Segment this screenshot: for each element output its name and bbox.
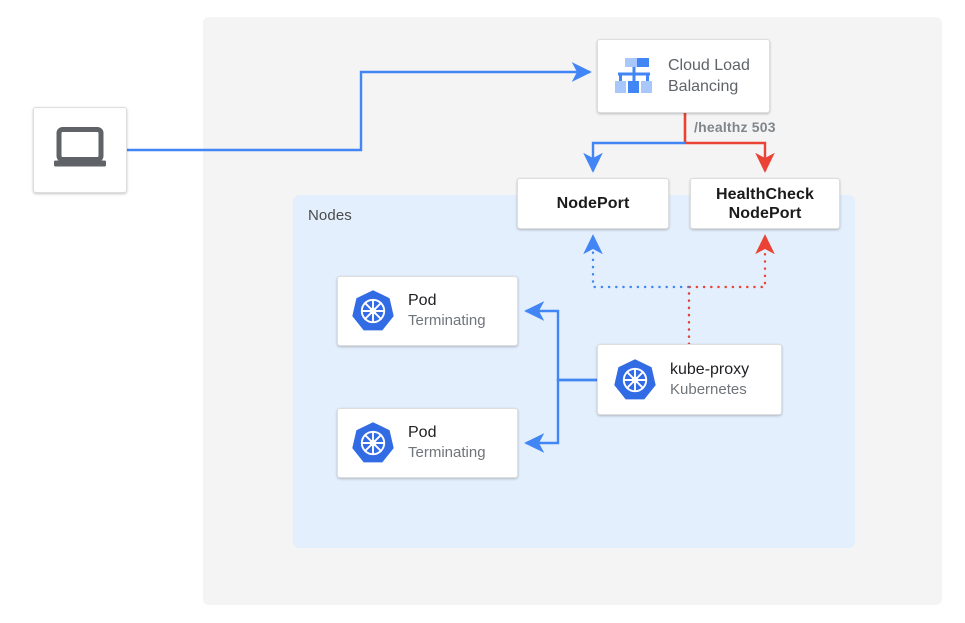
edge-kubeproxy-to-nodeport [583, 234, 691, 346]
pod-1-text: Pod Terminating [408, 291, 486, 331]
kubernetes-icon [612, 357, 658, 403]
pod-2-title: Pod [408, 424, 437, 441]
cloud-load-balancing-icon [612, 56, 656, 96]
pod-node-2[interactable]: Pod Terminating [337, 408, 518, 478]
healthz-status-label: /healthz 503 [694, 119, 776, 135]
laptop-icon [52, 126, 108, 175]
nodes-group-label: Nodes [308, 207, 352, 224]
clb-label-line2: Balancing [668, 78, 739, 95]
edge-client-to-loadbalancer [127, 62, 592, 152]
hc-label-line1: HealthCheck [715, 185, 815, 203]
pod-1-subtitle: Terminating [408, 312, 486, 329]
kubernetes-icon [350, 288, 396, 334]
nodeport-node[interactable]: NodePort [517, 178, 669, 229]
nodeport-label: NodePort [556, 195, 630, 212]
pod-1-title: Pod [408, 292, 437, 309]
healthcheck-nodeport-node[interactable]: HealthCheck NodePort [690, 178, 840, 229]
clb-label-line1: Cloud Load [668, 57, 750, 74]
pod-node-1[interactable]: Pod Terminating [337, 276, 518, 346]
healthcheck-nodeport-label: HealthCheck NodePort [716, 185, 814, 223]
kubernetes-icon [350, 420, 396, 466]
pod-2-subtitle: Terminating [408, 444, 486, 461]
hc-label-line2: NodePort [728, 204, 802, 222]
kube-proxy-subtitle: Kubernetes [670, 380, 747, 398]
edge-kubeproxy-to-pod-2 [524, 378, 597, 453]
edge-kubeproxy-to-healthcheck-nodeport [687, 234, 775, 346]
edge-loadbalancer-to-nodeport [583, 141, 685, 173]
kube-proxy-title: kube-proxy [670, 360, 750, 378]
edge-loadbalancer-to-healthcheck-nodeport [685, 141, 775, 173]
edge-kubeproxy-to-pod-1 [524, 301, 597, 382]
kube-proxy-text: kube-proxy Kubernetes [670, 360, 749, 400]
cloud-load-balancing-node[interactable]: Cloud Load Balancing [597, 39, 770, 113]
kube-proxy-node[interactable]: kube-proxy Kubernetes [597, 344, 782, 415]
pod-2-text: Pod Terminating [408, 423, 486, 463]
cloud-load-balancing-label: Cloud Load Balancing [668, 55, 750, 97]
client-node[interactable] [33, 107, 127, 193]
